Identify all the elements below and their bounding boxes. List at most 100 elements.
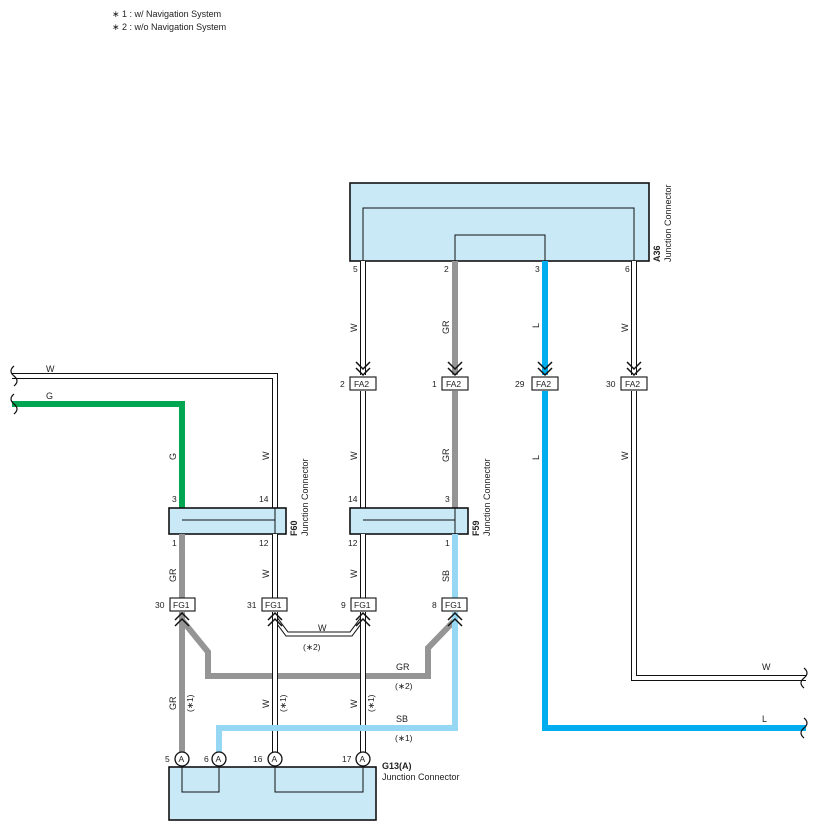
a36-pin-6: 6 <box>625 264 630 274</box>
label-gr-g13: GR <box>168 696 178 710</box>
connector-f59-body <box>349 507 469 535</box>
connector-a36-inner-loop-2 <box>454 234 546 261</box>
label-w-f59-12: W <box>349 569 359 578</box>
wire-fa2-30-w <box>631 391 806 681</box>
svg-text:A: A <box>360 754 366 764</box>
label-l-a36-3: L <box>531 323 541 328</box>
svg-text:FG1: FG1 <box>445 600 462 610</box>
break-mark-w-right <box>800 667 808 689</box>
label-g-f60: G <box>168 453 178 460</box>
label-w-right: W <box>762 662 771 672</box>
fa2-tag-29: FA2 29 <box>515 376 559 391</box>
wire-gr-loop <box>179 617 458 679</box>
label-w-mid: W <box>620 451 630 460</box>
fa2-tag-1: FA2 1 <box>432 376 469 391</box>
svg-text:A: A <box>272 754 278 764</box>
wire-fa2-29-l <box>542 391 806 731</box>
f59-pin-12: 12 <box>348 538 358 548</box>
fg1-tag-8: FG1 8 <box>432 597 468 612</box>
connector-f60-code: F60 <box>289 520 299 536</box>
connector-g13-body <box>168 766 377 821</box>
wire-left-w <box>12 373 278 508</box>
label-gr-loop: GR <box>396 662 410 672</box>
fa2-tag-30: FA2 30 <box>606 376 648 391</box>
svg-text:8: 8 <box>432 600 437 610</box>
wire-left-g <box>12 401 185 508</box>
svg-text:FA2: FA2 <box>446 379 461 389</box>
f60-pin-14: 14 <box>259 494 269 504</box>
label-g-left: G <box>46 391 53 401</box>
connector-a36-body <box>349 182 650 262</box>
label-l-mid: L <box>531 455 541 460</box>
label-gr-f59: GR <box>441 448 451 462</box>
svg-text:A: A <box>179 754 185 764</box>
label-w-a36-5: W <box>349 323 359 332</box>
mark-n2-gr: (∗2) <box>395 681 413 691</box>
mark-n1-w17: (∗1) <box>366 694 376 712</box>
svg-text:FG1: FG1 <box>354 600 371 610</box>
svg-text:FA2: FA2 <box>354 379 369 389</box>
break-mark-w <box>10 365 18 387</box>
break-mark-g <box>10 393 18 415</box>
f59-pin-3: 3 <box>445 494 450 504</box>
f59-pin-14: 14 <box>348 494 358 504</box>
label-w-loop: W <box>318 623 327 633</box>
svg-text:A: A <box>216 754 222 764</box>
a36-pin-3: 3 <box>535 264 540 274</box>
f60-pin-1: 1 <box>172 538 177 548</box>
label-w-f60-12: W <box>261 569 271 578</box>
svg-text:31: 31 <box>247 600 257 610</box>
connector-a36-code: A36 <box>652 245 662 262</box>
mark-n2-w: (∗2) <box>303 642 321 652</box>
a36-pin-2: 2 <box>444 264 449 274</box>
connector-g13: A 5 A 6 A 16 A 17 G13(A) Junction Connec… <box>165 751 460 821</box>
label-w-left: W <box>46 364 55 374</box>
label-sb-f59-1: SB <box>441 570 451 582</box>
fa2-tag-2: FA2 2 <box>340 376 377 391</box>
connector-f59-code: F59 <box>471 520 481 536</box>
break-mark-l-right <box>800 717 808 739</box>
svg-text:FA2: FA2 <box>536 379 551 389</box>
label-gr-a36-2: GR <box>441 320 451 334</box>
svg-text:16: 16 <box>253 754 263 764</box>
fg1-tag-30: FG1 30 <box>155 597 196 612</box>
g13-pin-16: A 16 <box>253 751 283 767</box>
label-gr-f60-1: GR <box>168 568 178 582</box>
svg-text:FA2: FA2 <box>625 379 640 389</box>
mark-n1-gr: (∗1) <box>185 694 195 712</box>
connector-g13-label: Junction Connector <box>382 772 460 782</box>
g13-pin-5: A 5 <box>165 751 190 767</box>
connector-g13-code: G13(A) <box>382 761 412 771</box>
svg-text:9: 9 <box>341 600 346 610</box>
mark-n1-sb: (∗1) <box>395 733 413 743</box>
note-1: ∗ 1 : w/ Navigation System <box>112 9 221 19</box>
wire-fg1-8-sb <box>216 612 458 752</box>
connector-f60: 3 14 1 12 F60 Junction Connector <box>168 458 310 548</box>
svg-text:2: 2 <box>340 379 345 389</box>
f60-pin-12: 12 <box>259 538 269 548</box>
note-2: ∗ 2 : w/o Navigation System <box>112 22 226 32</box>
svg-text:FG1: FG1 <box>265 600 282 610</box>
a36-pin-5: 5 <box>353 264 358 274</box>
connector-f59: 14 3 12 1 F59 Junction Connector <box>348 458 492 548</box>
svg-text:6: 6 <box>204 754 209 764</box>
svg-text:30: 30 <box>606 379 616 389</box>
connector-f59-label: Junction Connector <box>482 458 492 536</box>
connector-a36: A36 Junction Connector 5 2 3 6 <box>349 182 673 274</box>
fa2-arrows <box>355 361 642 377</box>
f60-pin-3: 3 <box>172 494 177 504</box>
f59-pin-1: 1 <box>445 538 450 548</box>
label-w-a36-6: W <box>620 323 630 332</box>
g13-pin-17: A 17 <box>342 751 371 767</box>
svg-text:FG1: FG1 <box>173 600 190 610</box>
connector-a36-label: Junction Connector <box>663 184 673 262</box>
label-w-g13-17: W <box>349 699 359 708</box>
connector-a36-inner-loop <box>362 207 635 261</box>
svg-text:1: 1 <box>432 379 437 389</box>
svg-text:30: 30 <box>155 600 165 610</box>
fg1-arrows <box>174 611 463 627</box>
svg-text:5: 5 <box>165 754 170 764</box>
mark-n1-w16: (∗1) <box>278 694 288 712</box>
label-l-right: L <box>762 714 767 724</box>
